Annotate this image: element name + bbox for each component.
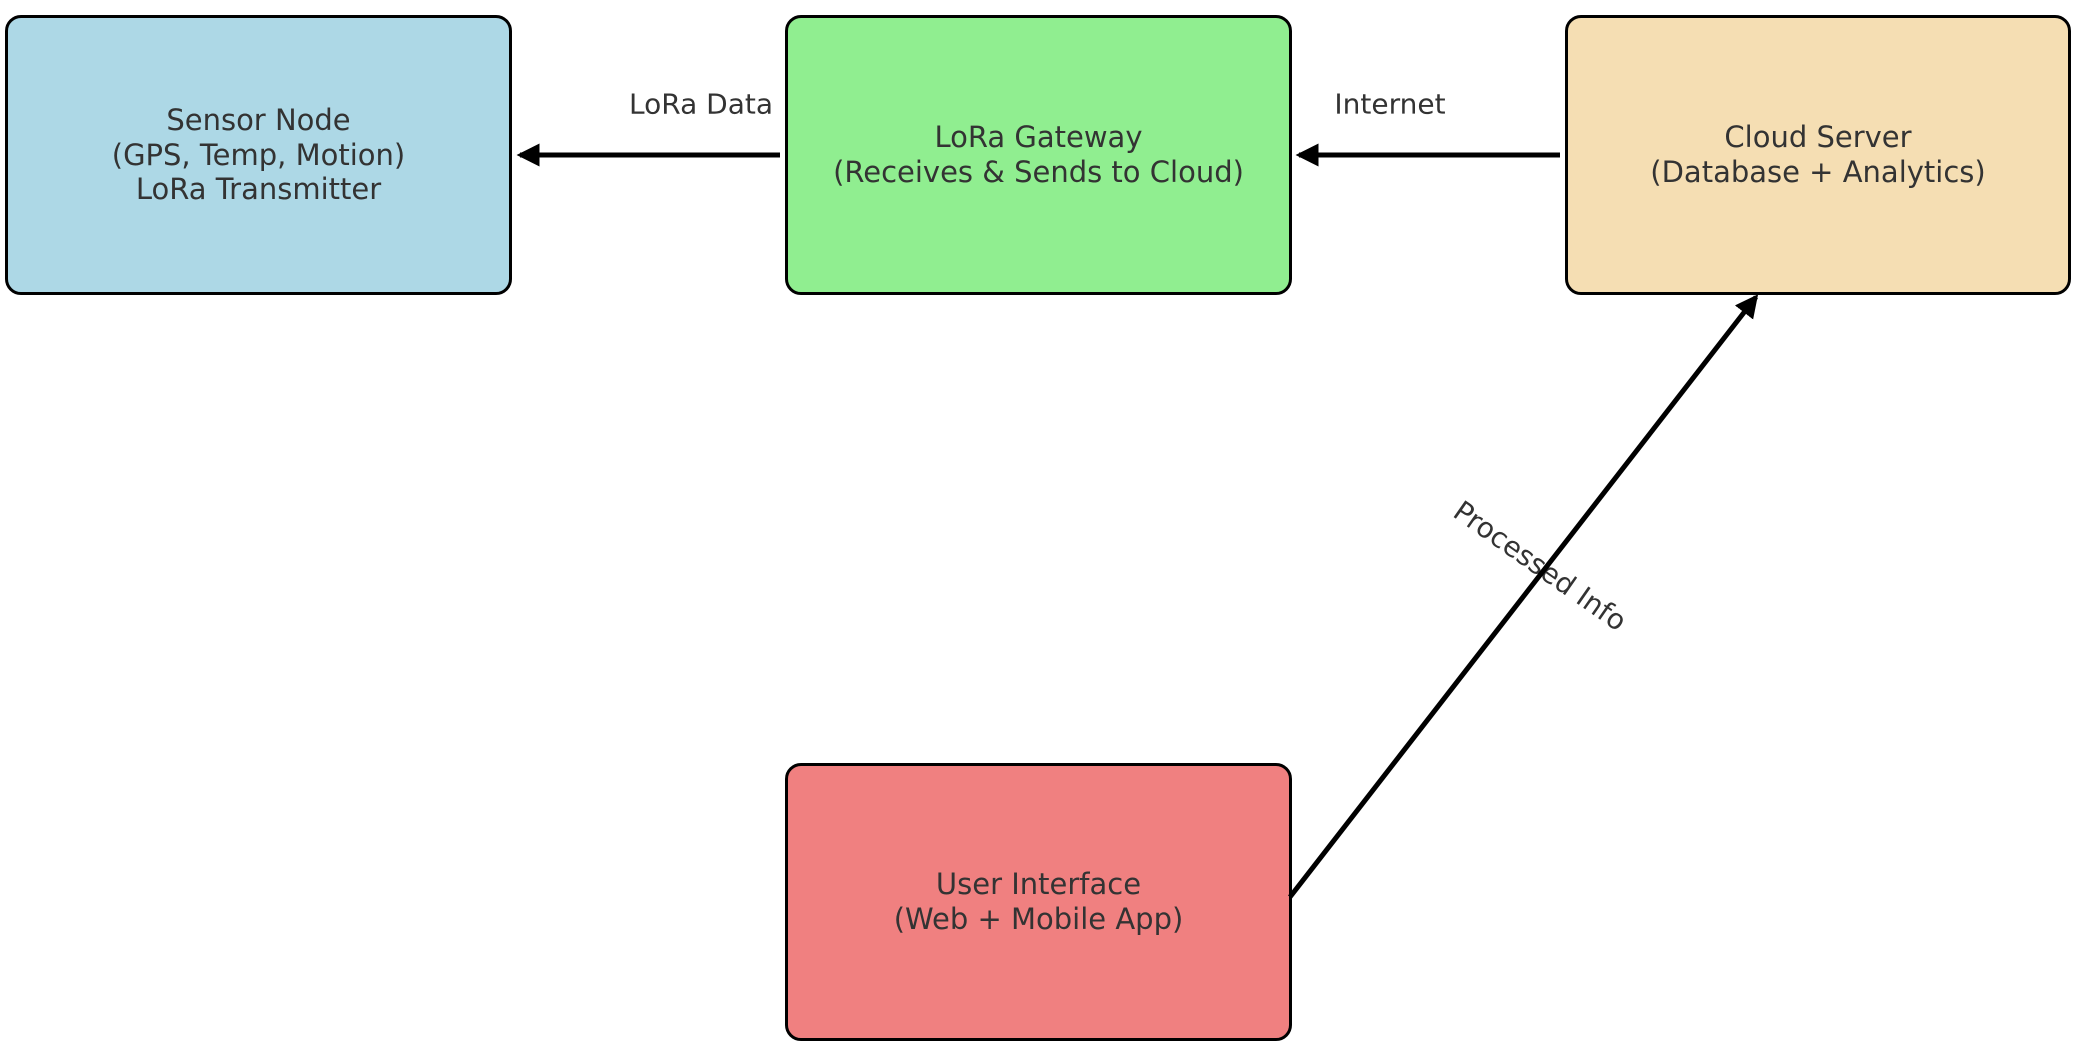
edge-label-processed-info: Processed Info: [1447, 494, 1633, 638]
node-lora-gateway: LoRa Gateway (Receives & Sends to Cloud): [785, 15, 1292, 295]
node-user-interface: User Interface (Web + Mobile App): [785, 763, 1292, 1041]
arrow-ui-to-cloud: [1288, 294, 1759, 899]
node-lora-gateway-label: LoRa Gateway (Receives & Sends to Cloud): [833, 120, 1244, 189]
edge-label-internet: Internet: [1334, 87, 1446, 121]
node-user-interface-label: User Interface (Web + Mobile App): [893, 867, 1184, 936]
node-cloud-server: Cloud Server (Database + Analytics): [1565, 15, 2071, 295]
edge-label-lora-data: LoRa Data: [629, 87, 773, 121]
node-sensor: Sensor Node (GPS, Temp, Motion) LoRa Tra…: [5, 15, 512, 295]
node-cloud-server-label: Cloud Server (Database + Analytics): [1650, 120, 1986, 189]
node-sensor-label: Sensor Node (GPS, Temp, Motion) LoRa Tra…: [111, 102, 406, 207]
